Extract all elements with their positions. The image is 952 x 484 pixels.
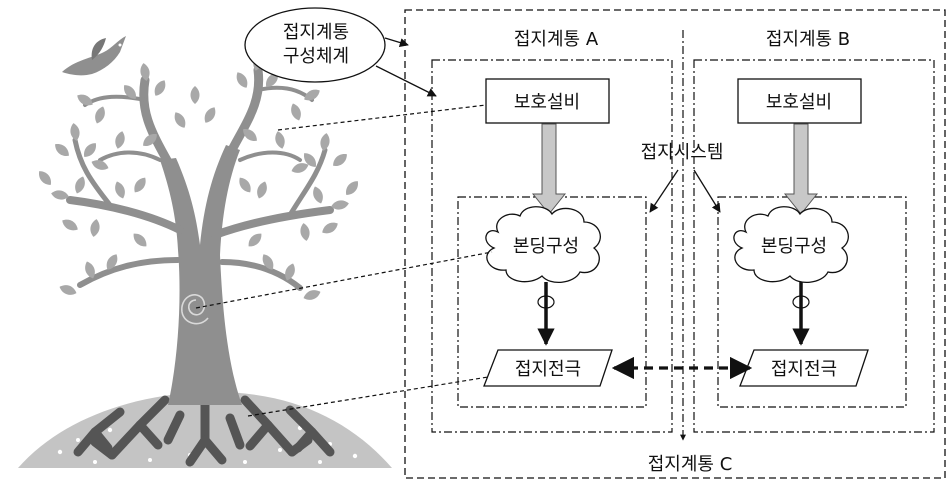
- bubble-arrow-outer: [384, 37, 409, 47]
- protection-label-a: 보호설비: [514, 92, 580, 113]
- conductor-b: [792, 282, 810, 346]
- bubble-arrow-inner: [375, 65, 437, 97]
- system-b-label: 접지계통 B: [766, 29, 850, 50]
- map-line-roots: [247, 376, 489, 417]
- bird-icon: [62, 36, 126, 76]
- outer-frame: [404, 9, 946, 479]
- electrode-label-b: 접지전극: [771, 359, 837, 380]
- protection-label-b: 보호설비: [766, 92, 832, 113]
- bonding-label-b: 본딩구성: [761, 236, 827, 257]
- roots-icon: [73, 395, 335, 467]
- system-a-label: 접지계통 A: [514, 29, 599, 50]
- grounding-arrow-a: [649, 169, 679, 213]
- electrode-box-a: [483, 349, 613, 387]
- conductor-a: [537, 282, 555, 346]
- grounding-system-b-frame: [717, 196, 907, 408]
- bubble-text-line2: 구성체계: [283, 46, 349, 67]
- grounding-arrow-b: [693, 169, 721, 213]
- bubble-text-line1: 접지계통: [283, 22, 349, 43]
- concept-bubble: [244, 7, 386, 83]
- system-a-frame: [431, 59, 673, 433]
- electrode-label-a: 접지전극: [515, 359, 581, 380]
- bonding-cloud-b: [733, 206, 849, 283]
- swirl-icon: [181, 294, 209, 325]
- bonding-cloud-a: [485, 206, 601, 283]
- map-line-leaves: [277, 104, 487, 131]
- map-line-trunk: [195, 251, 493, 309]
- protection-box-b: [737, 78, 862, 124]
- grounding-system-label: 접지시스템: [641, 142, 724, 163]
- system-c-label: 접지계통 C: [648, 454, 733, 475]
- system-b-frame: [693, 59, 935, 433]
- protection-box-a: [485, 78, 610, 124]
- bonding-label-a: 본딩구성: [513, 236, 579, 257]
- grounding-system-a-frame: [457, 196, 647, 408]
- flow-arrow-b: [783, 123, 819, 215]
- tree-icon: [35, 52, 362, 405]
- flow-arrow-a: [531, 123, 567, 215]
